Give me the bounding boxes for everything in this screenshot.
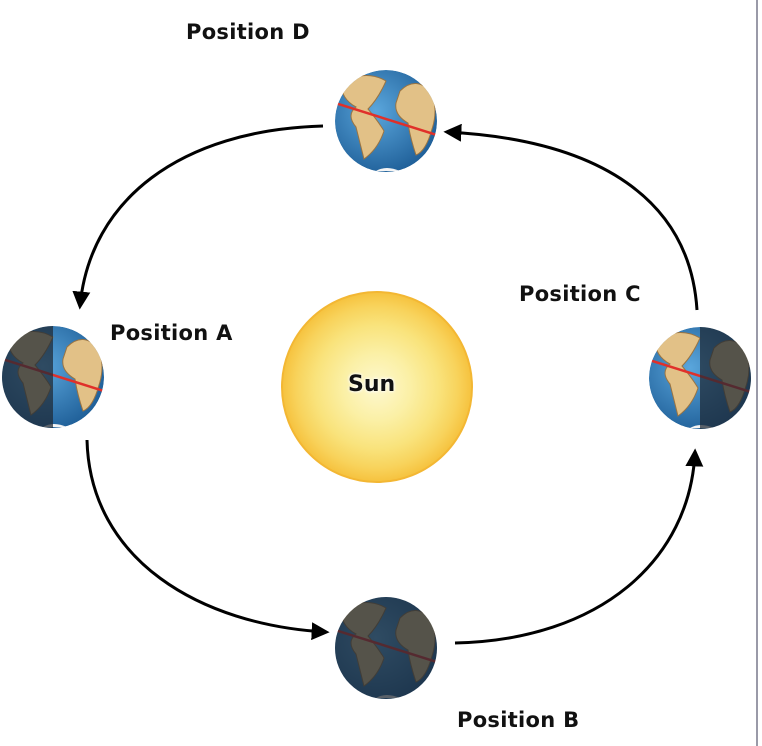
label-position-a: Position A bbox=[110, 321, 233, 345]
arrow-d-to-a bbox=[72, 124, 324, 310]
arrow-a-to-b bbox=[85, 439, 330, 641]
label-position-b: Position B bbox=[457, 708, 580, 732]
earth-position-b bbox=[335, 597, 437, 699]
earth-position-d bbox=[335, 70, 437, 172]
earth-position-c bbox=[649, 327, 751, 429]
arrow-c-to-d bbox=[443, 123, 699, 311]
label-position-d: Position D bbox=[186, 20, 310, 44]
equator-line bbox=[335, 101, 437, 137]
night-shadow bbox=[335, 597, 437, 699]
label-sun: Sun bbox=[348, 372, 396, 397]
sun bbox=[281, 291, 473, 483]
label-position-c: Position C bbox=[519, 282, 641, 306]
night-shadow bbox=[700, 327, 751, 429]
earth-position-a bbox=[2, 326, 104, 428]
night-shadow bbox=[2, 326, 53, 428]
antarctica bbox=[376, 168, 400, 171]
panel-border bbox=[756, 0, 758, 746]
orbit-arrows bbox=[72, 123, 704, 645]
arrow-b-to-c bbox=[454, 448, 704, 645]
